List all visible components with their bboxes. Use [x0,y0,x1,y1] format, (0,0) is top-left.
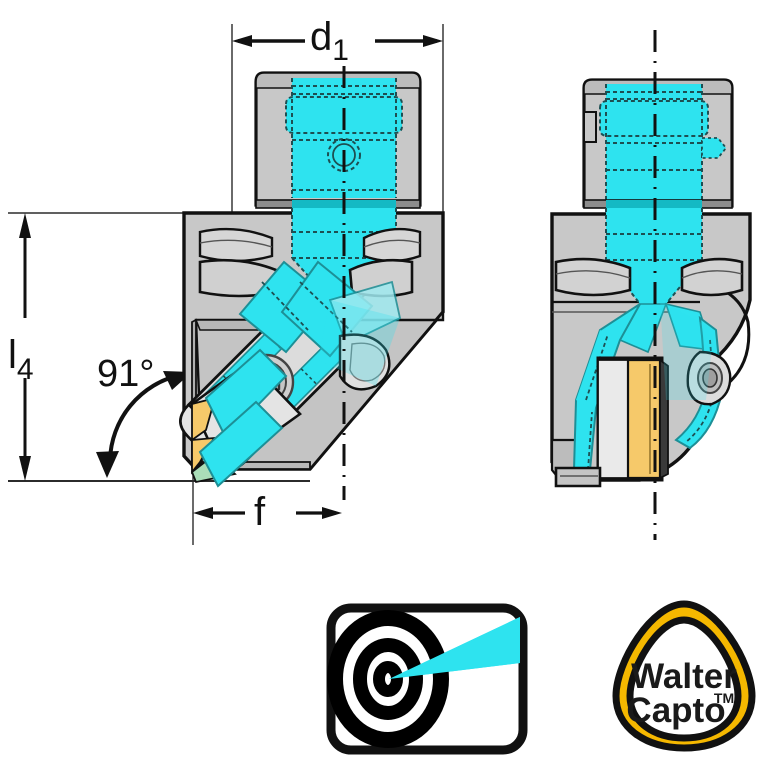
coolant-translucent-side [660,300,714,400]
coolant-arm-front [238,260,402,358]
capto-shank-side [582,78,734,209]
capto-trademark: TM [714,690,734,706]
dim-label-l4: l4 [8,333,34,386]
coolant-translucent-front [318,300,400,386]
clamp-pocket-right [362,227,422,263]
capto-shank-front [254,71,422,209]
clamp-pocket-left [198,227,274,263]
capto-label-line2: Capto [626,691,725,730]
support-pad-front [338,333,391,391]
dimension-f: f [193,490,342,534]
coolant-target-rings [327,610,449,748]
dim-label-d1: d1 [310,15,349,67]
coolant-jet-overlay [389,617,520,679]
capto-label-line1: Walter [631,657,737,696]
precision-coolant-icon[interactable] [326,603,528,755]
body-foot-side [554,466,602,488]
cutting-insert-front [190,348,302,488]
clamp-pocket-side-right [680,257,744,297]
front-view-tool [179,71,445,488]
capto-inner-shape [626,616,742,742]
dimension-d1: d1 [232,15,443,67]
angle-label: 91° [97,353,154,395]
clamp-pocket-lower [198,258,414,298]
walter-capto-logo[interactable]: Walter Capto TM [612,600,756,752]
dimension-l4: l4 [8,213,34,481]
clamp-pocket-side-left [554,257,632,297]
support-boss-side [686,350,732,406]
cutting-insert-side [596,356,669,482]
dim-label-f: f [254,490,266,534]
